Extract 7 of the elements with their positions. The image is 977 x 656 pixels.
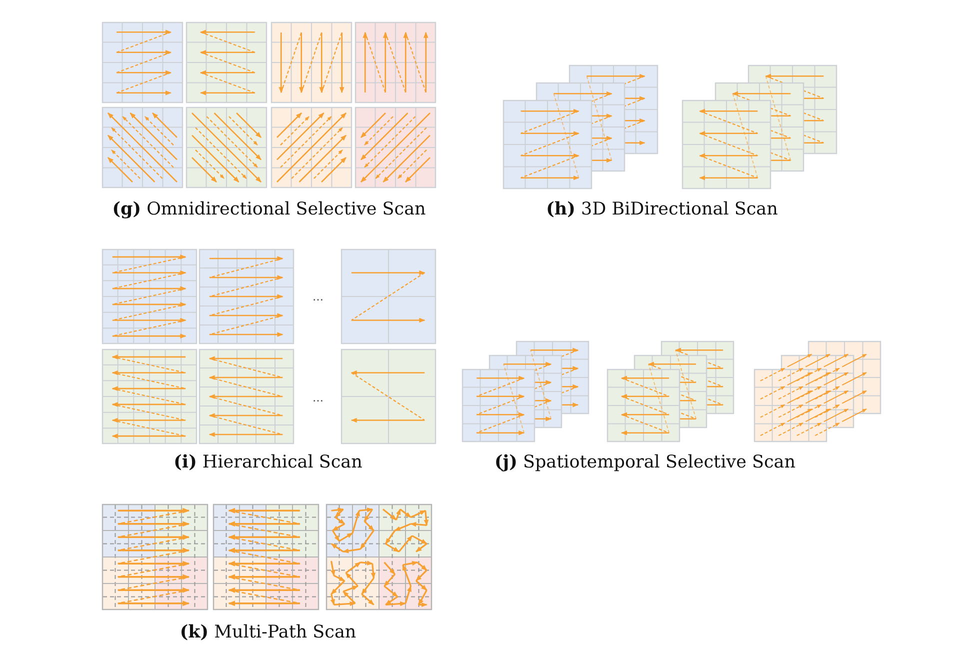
figure-caption: (g) Omnidirectional Selective Scan bbox=[112, 200, 426, 220]
figure-caption: (h) 3D BiDirectional Scan bbox=[546, 200, 778, 220]
figure-caption: (i) Hierarchical Scan bbox=[174, 452, 362, 474]
ellipsis: … bbox=[312, 290, 324, 304]
figure-caption: (j) Spatiotemporal Selective Scan bbox=[494, 452, 796, 474]
figure-caption: (k) Multi-Path Scan bbox=[180, 622, 356, 644]
ellipsis: … bbox=[312, 391, 324, 405]
